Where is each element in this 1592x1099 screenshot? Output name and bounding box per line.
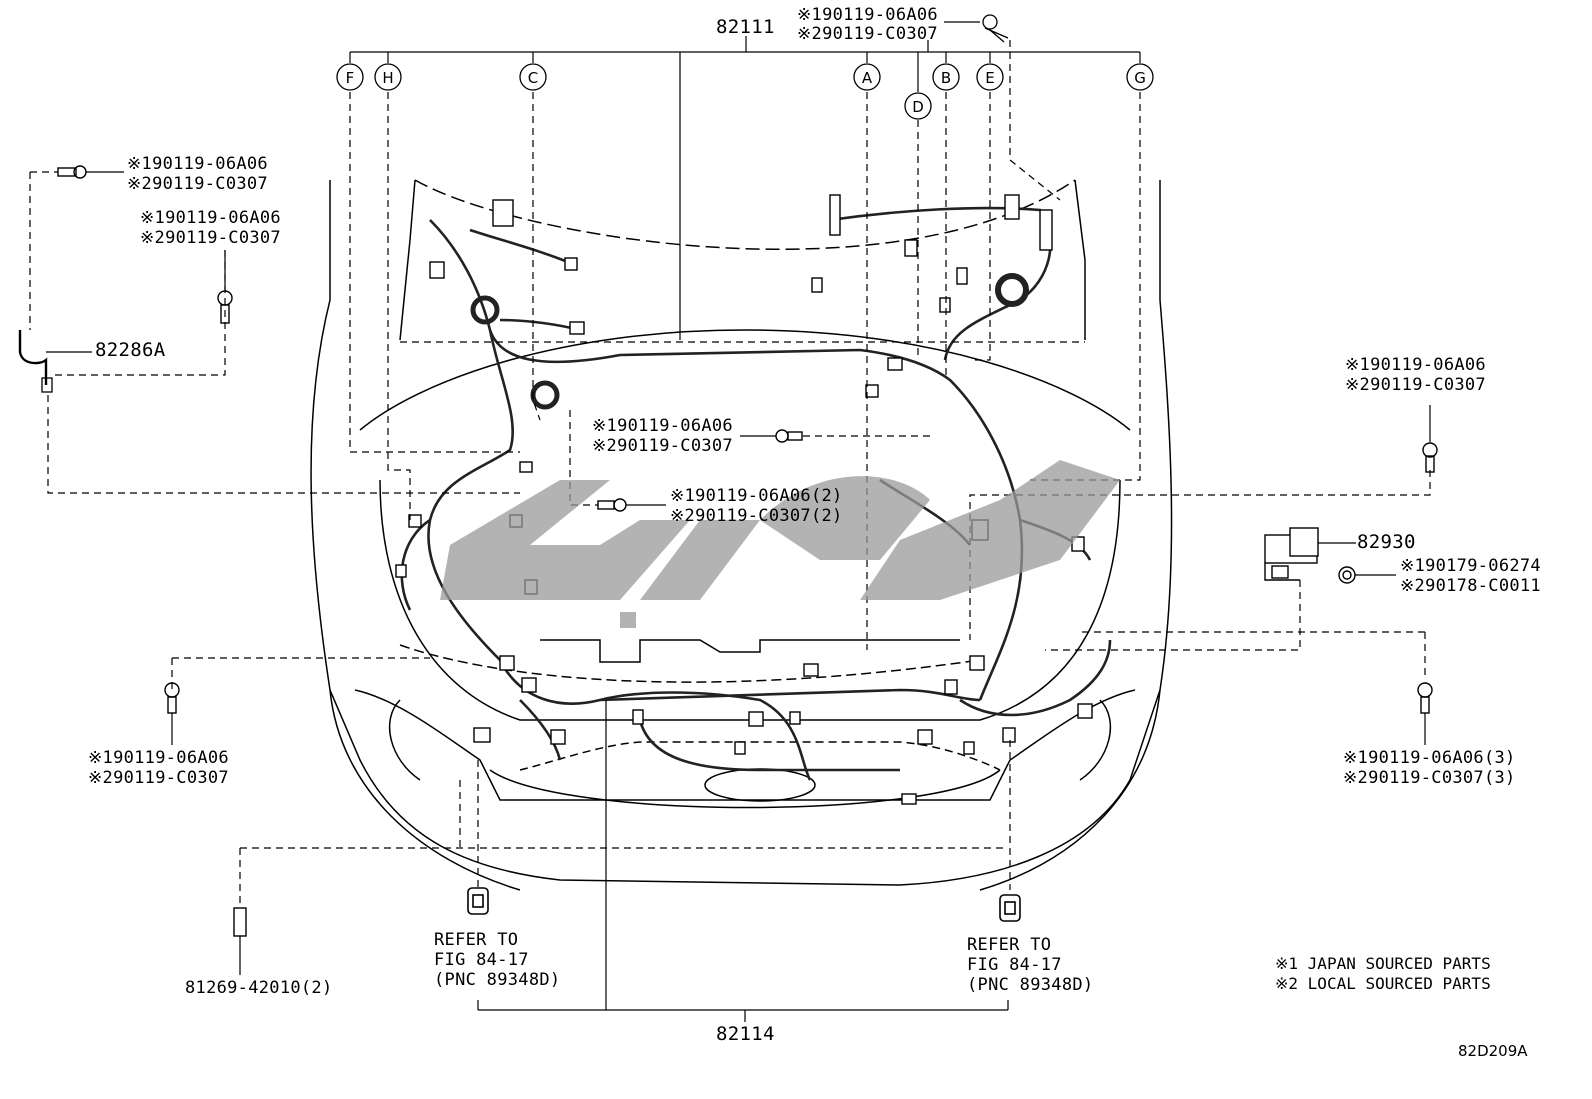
right-bolt-1-label-2: ※290119-C0307 — [1345, 375, 1486, 395]
figure-id: 82D209A — [1458, 1042, 1528, 1060]
bottom-bracket — [477, 700, 1009, 1022]
connector-circle-g — [1126, 63, 1154, 91]
connector-circle-d — [904, 92, 932, 120]
left-bolt-2-label-2: ※290119-C0307 — [140, 228, 281, 248]
part-number-82286a: 82286A — [95, 339, 166, 361]
refer-left-line-1: REFER TO — [434, 930, 519, 950]
part-number-82930: 82930 — [1357, 531, 1416, 553]
part-number-82111: 82111 — [716, 16, 775, 38]
part-number-leaders — [46, 171, 1431, 975]
connector-circle-f — [336, 63, 364, 91]
connector-letter-e: E — [985, 69, 994, 87]
center-bolt-2-label-1: ※190119-06A06(2) — [670, 486, 843, 506]
top-bolt-label-2: ※290119-C0307 — [797, 24, 938, 44]
vehicle-body-outline — [310, 179, 1173, 891]
left-bolt-1-label-2: ※290119-C0307 — [127, 174, 268, 194]
bolt-icon-right-2 — [1417, 682, 1433, 714]
left-bolt-1-label-1: ※190119-06A06 — [127, 154, 268, 174]
top-bolt-label-1: ※190119-06A06 — [797, 5, 938, 25]
nut-icon-right — [1338, 566, 1356, 584]
connector-circle-h — [374, 63, 402, 91]
connector-letter-circles — [336, 63, 1154, 120]
note-japan-sourced: ※1 JAPAN SOURCED PARTS — [1275, 954, 1491, 973]
connector-blocks — [395, 194, 1093, 805]
left-bolt-2-label-1: ※190119-06A06 — [140, 208, 281, 228]
connector-letter-d: D — [912, 98, 924, 116]
connector-circle-e — [976, 63, 1004, 91]
refer-left-line-3: (PNC 89348D) — [434, 970, 561, 990]
bolt-icon-center-2 — [597, 498, 627, 512]
connector-letter-a: A — [862, 69, 873, 87]
bolt-icon-center-1 — [775, 429, 803, 443]
grommet-icon-right — [999, 894, 1021, 922]
leader-lines — [349, 21, 1141, 340]
right-bolt-2-label-1: ※190119-06A06(3) — [1343, 748, 1516, 768]
left-bolt-3-label-1: ※190119-06A06 — [88, 748, 229, 768]
dashed-leaders — [29, 40, 1431, 905]
note-local-sourced: ※2 LOCAL SOURCED PARTS — [1275, 974, 1491, 993]
left-bolt-3-label-2: ※290119-C0307 — [88, 768, 229, 788]
bolt-icon-right-1 — [1422, 442, 1438, 473]
sleeve-icon — [233, 907, 247, 937]
sub-harness-82286a-icon — [18, 330, 53, 393]
refer-right-line-2: FIG 84-17 — [967, 955, 1062, 975]
connector-letter-h: H — [382, 69, 393, 87]
right-nut-label-2: ※290178-C0011 — [1400, 576, 1541, 596]
relay-block-82930-icon — [1264, 527, 1319, 581]
bolt-icon-left-1 — [57, 165, 87, 179]
connector-circle-b — [932, 63, 960, 91]
refer-right-line-1: REFER TO — [967, 935, 1052, 955]
refer-right-line-3: (PNC 89348D) — [967, 975, 1094, 995]
bolt-icon-top — [982, 14, 1009, 43]
center-bolt-1-label-2: ※290119-C0307 — [592, 436, 733, 456]
right-bolt-2-label-2: ※290119-C0307(3) — [1343, 768, 1516, 788]
right-bolt-1-label-1: ※190119-06A06 — [1345, 355, 1486, 375]
center-bolt-1-label-1: ※190119-06A06 — [592, 416, 733, 436]
right-nut-label-1: ※190179-06274 — [1400, 556, 1541, 576]
bolt-icon-left-2 — [217, 290, 233, 324]
connector-letter-f: F — [346, 69, 355, 87]
part-number-82114: 82114 — [716, 1023, 775, 1045]
grommet-icon-left — [467, 887, 489, 915]
center-bolt-2-label-2: ※290119-C0307(2) — [670, 506, 843, 526]
connector-letter-g: G — [1134, 69, 1146, 87]
watermark-logo — [440, 460, 1120, 628]
connector-circle-a — [853, 63, 881, 91]
connector-circle-c — [519, 63, 547, 91]
connector-letter-b: B — [941, 69, 951, 87]
connector-letter-c: C — [528, 69, 538, 87]
refer-left-line-2: FIG 84-17 — [434, 950, 529, 970]
part-number-81269-42010: 81269-42010(2) — [185, 978, 333, 998]
